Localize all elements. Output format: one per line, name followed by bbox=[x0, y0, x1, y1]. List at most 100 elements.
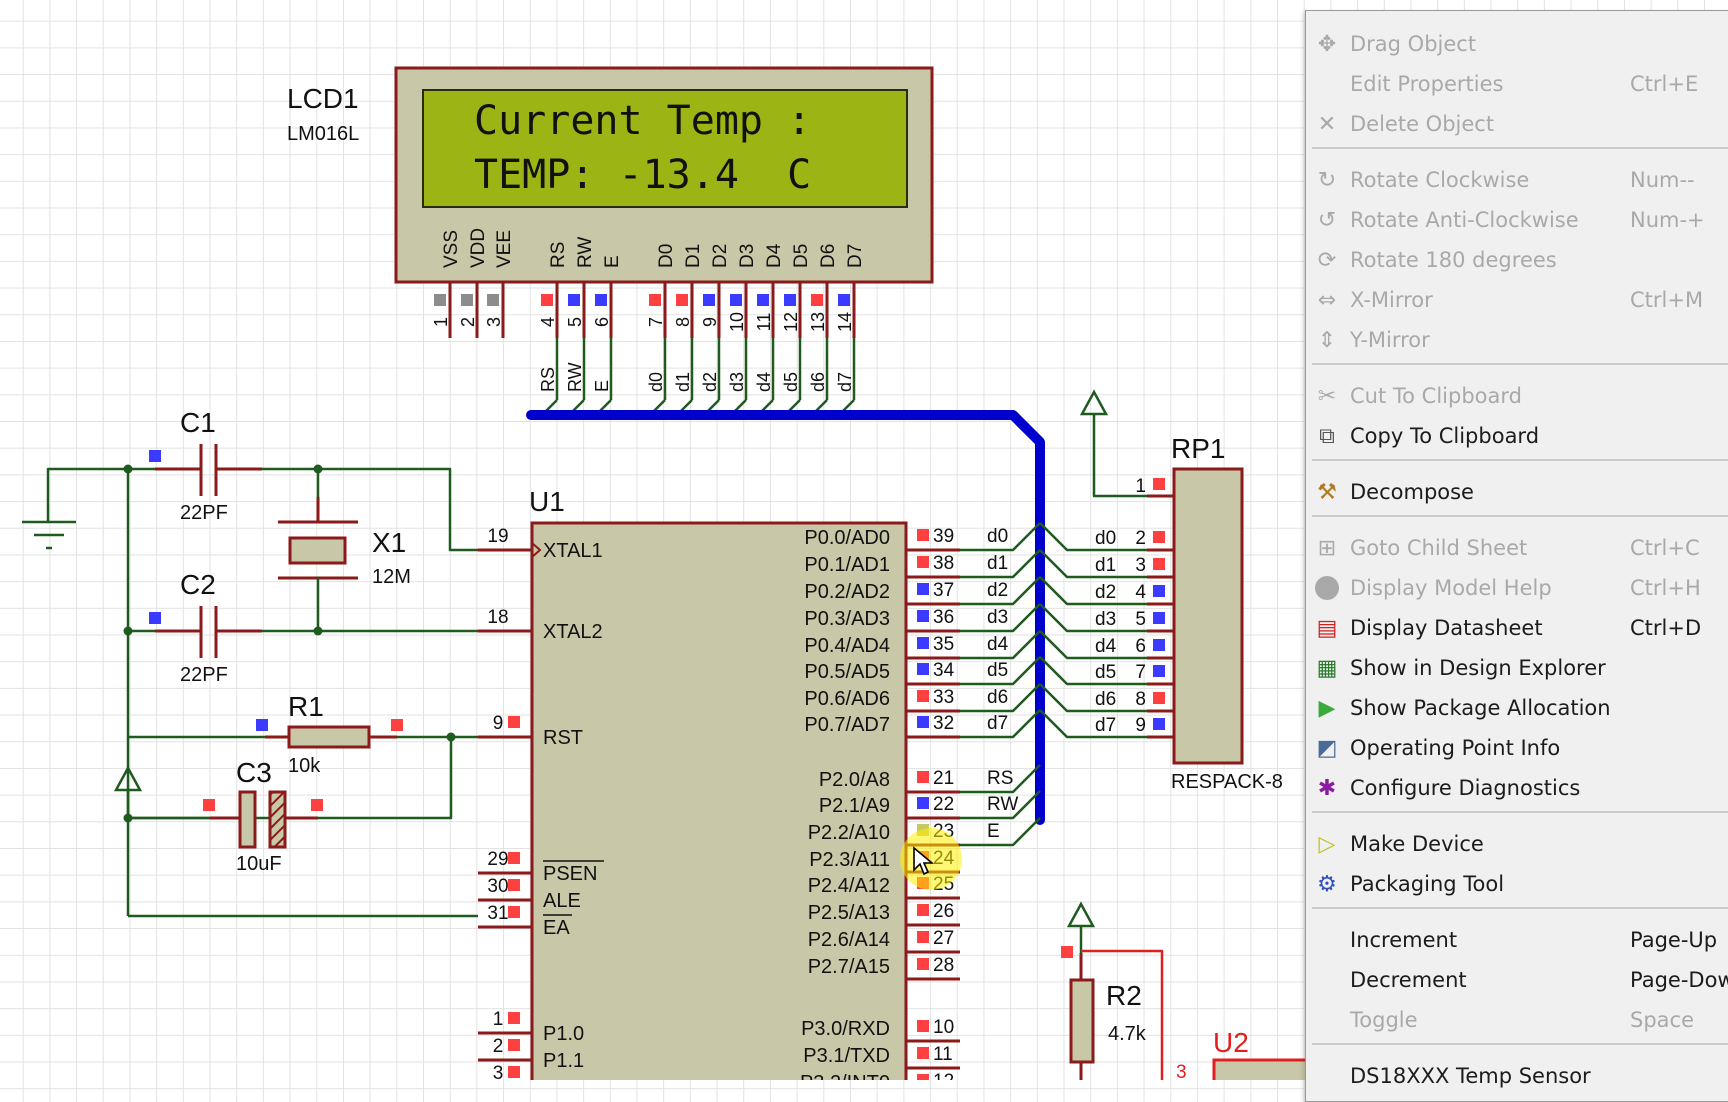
bus-entry bbox=[960, 709, 1041, 739]
rp1-pin-number: 6 bbox=[1135, 636, 1146, 657]
net-label: d3 bbox=[1095, 609, 1116, 630]
rp1-pin-number: 5 bbox=[1135, 609, 1146, 630]
u1-pin-state bbox=[917, 771, 929, 783]
menu-item-cut-to-clipboard[interactable]: ✂Cut To Clipboard bbox=[1306, 376, 1728, 416]
menu-item-decompose[interactable]: ⚒Decompose bbox=[1306, 472, 1728, 512]
hammer-icon: ⚒ bbox=[1317, 479, 1337, 505]
u1-pin-state bbox=[917, 583, 929, 595]
u1-pin-number: 37 bbox=[933, 580, 954, 601]
u1-pin-name: P1.0 bbox=[543, 1023, 584, 1045]
u1-pin-number: 27 bbox=[933, 928, 954, 949]
menu-item-label: Rotate Clockwise bbox=[1350, 168, 1530, 192]
u1-pin-state bbox=[917, 556, 929, 568]
menu-item-shortcut: Num-- bbox=[1630, 168, 1695, 192]
u1-pin-number: 3 bbox=[493, 1063, 504, 1080]
u1-pin-name: XTAL2 bbox=[543, 621, 603, 643]
u1-pin-name: P0.1/AD1 bbox=[804, 554, 890, 576]
bus-entry bbox=[1039, 522, 1147, 552]
menu-item-show-package-allocation[interactable]: ▶Show Package Allocation bbox=[1306, 688, 1728, 728]
packaging-tool-icon: ⚙ bbox=[1317, 871, 1337, 897]
u1-pin-number: 21 bbox=[933, 768, 954, 789]
menu-separator bbox=[1312, 459, 1728, 461]
menu-item-packaging-tool[interactable]: ⚙Packaging Tool bbox=[1306, 864, 1728, 904]
u1-pin-number: 35 bbox=[933, 634, 954, 655]
menu-item-make-device[interactable]: ▷Make Device bbox=[1306, 824, 1728, 864]
menu-item-label: Increment bbox=[1350, 928, 1458, 952]
net-label: d7 bbox=[987, 713, 1008, 734]
u1-pin-number: 36 bbox=[933, 607, 954, 628]
menu-item-copy-to-clipboard[interactable]: ⧉ Copy To Clipboard bbox=[1306, 416, 1728, 456]
hierarchy-icon: ⊞ bbox=[1317, 535, 1337, 561]
menu-item-operating-point-info[interactable]: ◩Operating Point Info bbox=[1306, 728, 1728, 768]
lcd-pin-number: 11 bbox=[754, 313, 774, 332]
menu-item-label: Delete Object bbox=[1350, 112, 1495, 136]
menu-item-y-mirror[interactable]: ⇕ Y-Mirror bbox=[1306, 320, 1728, 360]
bus-entry bbox=[960, 764, 1041, 794]
menu-item-drag-object[interactable]: ✥Drag Object bbox=[1306, 24, 1728, 64]
net-label: d4 bbox=[1095, 636, 1117, 657]
rp1-pin-state bbox=[1153, 718, 1165, 730]
rp1-part-label: RESPACK-8 bbox=[1171, 771, 1283, 793]
u1-pin-name: P0.6/AD6 bbox=[804, 688, 890, 710]
rp1-pin-number: 7 bbox=[1135, 662, 1146, 683]
bus-entry bbox=[960, 576, 1041, 606]
menu-item-label: Copy To Clipboard bbox=[1350, 424, 1540, 448]
net-label: d5 bbox=[1095, 662, 1116, 683]
menu-item-configure-diagnostics[interactable]: ✱ Configure Diagnostics bbox=[1306, 768, 1728, 808]
menu-item-label: Toggle bbox=[1350, 1008, 1418, 1032]
lcd-pin-state bbox=[434, 294, 446, 306]
menu-item-show-in-design-explorer[interactable]: ▦Show in Design Explorer bbox=[1306, 648, 1728, 688]
lcd-pin-name: RS bbox=[548, 242, 569, 268]
dq-net bbox=[1081, 949, 1164, 1080]
u1-pin-state bbox=[917, 610, 929, 622]
move-icon: ✥ bbox=[1317, 31, 1337, 57]
lcd-net-label: d1 bbox=[673, 372, 693, 392]
u2-body bbox=[1212, 1058, 1326, 1080]
u1-pin-number: 1 bbox=[493, 1009, 504, 1030]
menu-item-delete-object[interactable]: ✕Delete Object bbox=[1306, 104, 1728, 144]
lcd-line-2: TEMP: -13.4 C bbox=[474, 152, 811, 198]
x-mirror-icon: ⇔ bbox=[1317, 287, 1337, 313]
r1-pin-state bbox=[256, 719, 268, 731]
net-label: d7 bbox=[1095, 715, 1116, 736]
bug-icon: ✱ bbox=[1317, 775, 1337, 801]
lcd-pin-number: 2 bbox=[458, 317, 478, 327]
u1-pin-name: P2.0/A8 bbox=[819, 769, 890, 791]
bus-entry bbox=[960, 656, 1041, 686]
u1-pin-state bbox=[917, 690, 929, 702]
u1-pin-name: P2.6/A14 bbox=[808, 929, 890, 951]
lcd-pin-state bbox=[676, 294, 688, 306]
u1-pin-number: 30 bbox=[487, 876, 508, 897]
lcd-pin-state bbox=[811, 294, 823, 306]
menu-item-label: Make Device bbox=[1350, 832, 1484, 856]
y-mirror-icon: ⇕ bbox=[1317, 327, 1337, 353]
c3-pin-state bbox=[203, 799, 215, 811]
lcd-net-label: RS bbox=[538, 367, 558, 392]
bus-entry bbox=[960, 630, 1041, 660]
net-label: d3 bbox=[987, 607, 1008, 628]
net-label: RW bbox=[987, 794, 1018, 815]
menu-item-label: Configure Diagnostics bbox=[1350, 776, 1581, 800]
c3-plate-negative bbox=[268, 790, 287, 849]
menu-item-label: Y-Mirror bbox=[1350, 328, 1430, 352]
lcd-net-label: d6 bbox=[808, 372, 828, 392]
u1-pin-state bbox=[508, 852, 520, 864]
copy-icon: ⧉ bbox=[1319, 423, 1335, 449]
rp1-body bbox=[1172, 467, 1244, 765]
u1-pin-state bbox=[917, 1047, 929, 1059]
menu-item-ds18xxx-temp-sensor[interactable]: DS18XXX Temp Sensor bbox=[1306, 1056, 1728, 1096]
c2-ref-label: C2 bbox=[180, 569, 216, 600]
menu-item-rotate-180-degrees[interactable]: ⟳Rotate 180 degrees bbox=[1306, 240, 1728, 280]
bus-entry bbox=[960, 522, 1041, 552]
